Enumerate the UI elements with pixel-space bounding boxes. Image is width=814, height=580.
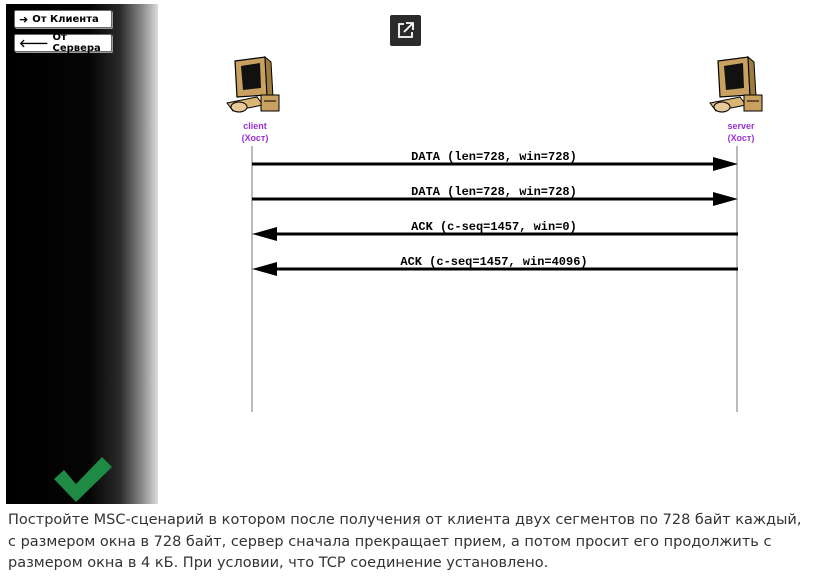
from-server-button[interactable]: 🡐 От Сервера: [14, 32, 112, 54]
msc-diagram: client (Хост) server (Хост) DATA (len=72…: [226, 56, 763, 412]
arrow-right-icon: ➜: [19, 12, 29, 26]
message-label: ACK (c-seq=1457, win=4096): [400, 255, 587, 269]
arrowhead: [252, 227, 277, 241]
computer-icon: [226, 56, 280, 113]
message-1: DATA (len=728, win=728): [252, 150, 738, 171]
message-label: DATA (len=728, win=728): [411, 185, 577, 199]
task-line: с размером окна в 728 байт, сервер снача…: [8, 533, 772, 550]
entity-type: (Хост): [728, 133, 755, 143]
message-label: DATA (len=728, win=728): [411, 150, 577, 164]
arrow-left-icon: 🡐: [19, 37, 49, 50]
from-client-label: От Клиента: [32, 13, 99, 25]
task-description: Постройте MSC-сценарий в котором после п…: [8, 510, 814, 575]
from-server-label: От Сервера: [52, 32, 101, 54]
task-line: размером окна в 4 кБ. При условии, что T…: [8, 555, 549, 571]
message-4: ACK (c-seq=1457, win=4096): [252, 255, 738, 276]
from-client-button[interactable]: ➜ От Клиента: [14, 10, 112, 28]
checkmark-icon: [54, 457, 112, 502]
external-link-icon: [398, 22, 414, 38]
entity-type: (Хост): [242, 133, 269, 143]
entity-name: client: [243, 121, 267, 131]
arrowhead: [713, 192, 738, 206]
entity-server: server (Хост): [709, 56, 763, 412]
computer-icon: [709, 56, 763, 113]
task-line: Постройте MSC-сценарий в котором после п…: [8, 512, 802, 528]
message-3: ACK (c-seq=1457, win=0): [252, 220, 738, 241]
message-label: ACK (c-seq=1457, win=0): [411, 220, 577, 234]
entity-client: client (Хост): [226, 56, 280, 412]
expand-button[interactable]: [390, 15, 421, 46]
entity-name: server: [727, 121, 755, 131]
arrowhead: [713, 157, 738, 171]
sidebar-panel: ➜ От Клиента 🡐 От Сервера: [6, 4, 158, 504]
message-2: DATA (len=728, win=728): [252, 185, 738, 206]
arrowhead: [252, 262, 277, 276]
